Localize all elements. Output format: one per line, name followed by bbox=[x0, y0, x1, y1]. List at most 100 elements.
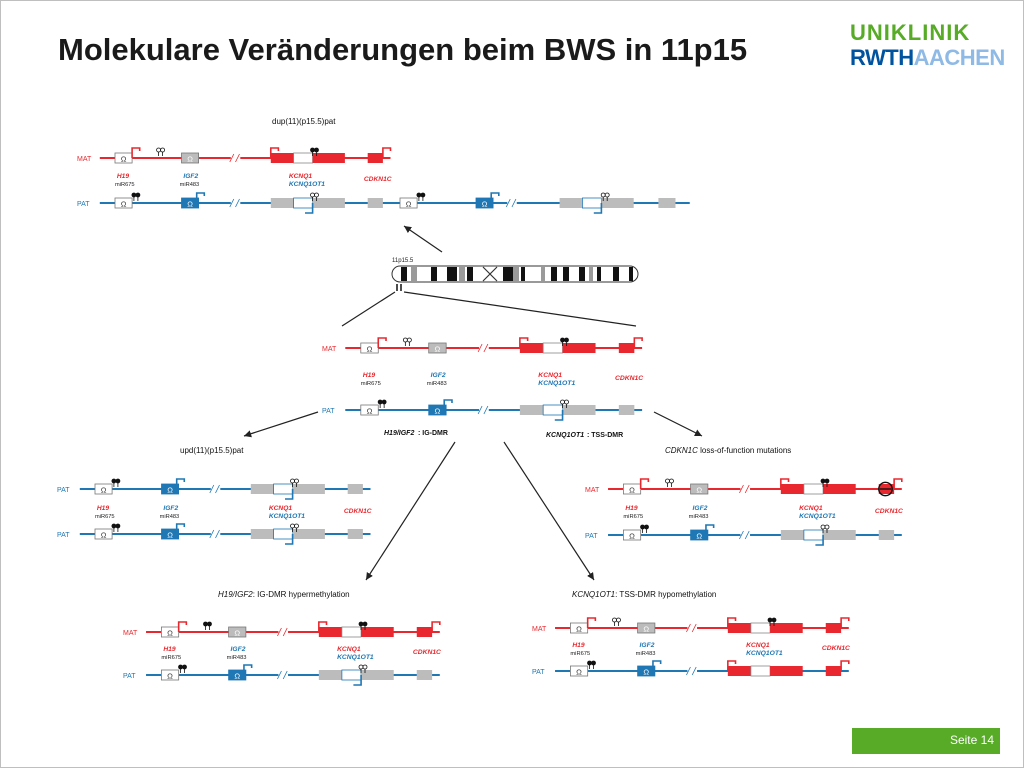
cdkn1c-label: CDKN1C bbox=[822, 645, 850, 652]
strand-label: MAT bbox=[322, 346, 337, 353]
methylated-cpg bbox=[115, 523, 121, 529]
methylated-cpg bbox=[131, 192, 137, 198]
omega-symbol: Ω bbox=[367, 345, 373, 354]
kcnq1ot1-region bbox=[542, 342, 563, 354]
logo-bottom-text-b: AACHEN bbox=[913, 45, 1006, 70]
unmethylated-cpg bbox=[290, 478, 295, 484]
line-break-mark bbox=[209, 484, 220, 494]
transcription-start-arrow bbox=[705, 524, 715, 535]
kcnq1-exon bbox=[312, 198, 345, 208]
transcription-start-arrow bbox=[840, 660, 850, 671]
kcnq1-exon bbox=[727, 666, 751, 676]
chromosome-band bbox=[563, 267, 569, 281]
methylated-cpg bbox=[564, 337, 569, 343]
kcnq1-label: KCNQ1 bbox=[337, 646, 361, 653]
arrow-to-cdkn1c bbox=[653, 411, 703, 437]
mir675-label: miR675 bbox=[623, 514, 643, 520]
line-break-mark bbox=[277, 670, 288, 680]
mir483-label: miR483 bbox=[427, 381, 447, 387]
panel-title-igdmr-gene: H19/IGF2 bbox=[218, 590, 253, 599]
unmethylated-cpg bbox=[358, 664, 364, 670]
enhancer-box bbox=[428, 342, 447, 354]
transcription-start-arrow bbox=[639, 478, 650, 489]
mir483-label: miR483 bbox=[689, 514, 709, 520]
cdkn1c-label: CDKN1C bbox=[364, 176, 392, 183]
h19-label: H19 bbox=[97, 505, 109, 512]
cdkn1c-gene bbox=[825, 623, 842, 633]
slide-title: Molekulare Veränderungen beim BWS in 11p… bbox=[58, 32, 748, 67]
mir483-label: miR483 bbox=[227, 655, 247, 661]
igf2-label: IGF2 bbox=[183, 173, 198, 180]
unmethylated-cpg bbox=[824, 524, 830, 530]
methylated-cpg bbox=[203, 621, 208, 627]
h19-label: H19 bbox=[117, 173, 129, 180]
enhancer-box bbox=[360, 404, 379, 416]
unmethylated-cpg bbox=[160, 147, 166, 153]
kcnq1-label: KCNQ1 bbox=[746, 642, 770, 649]
mir483-label: miR483 bbox=[636, 651, 656, 657]
methylated-cpg bbox=[591, 660, 596, 666]
methylated-cpg bbox=[182, 664, 187, 670]
kcnq1-label: KCNQ1 bbox=[799, 505, 823, 512]
antisense-start-arrow bbox=[815, 535, 824, 546]
line-break-gap bbox=[507, 199, 517, 207]
igf2-label: IGF2 bbox=[640, 642, 655, 649]
kcnq1-exon bbox=[519, 405, 544, 415]
omega-symbol: Ω bbox=[167, 672, 173, 681]
uniklinik-rwth-aachen-logo: UNIKLINIK RWTHAACHEN bbox=[850, 22, 1005, 72]
unmethylated-cpg bbox=[156, 147, 162, 153]
omega-symbol: Ω bbox=[167, 531, 173, 540]
strand-label: PAT bbox=[123, 673, 136, 680]
kcnq1-label: KCNQ1 bbox=[269, 505, 293, 512]
panel-title-tssdmr-gene: KCNQ1OT1 bbox=[572, 590, 615, 599]
kcnq1-exon bbox=[562, 405, 596, 415]
kcnq1ot1-label: KCNQ1OT1 bbox=[289, 181, 325, 188]
line-break-mark bbox=[686, 666, 697, 676]
kcnq1ot1-region bbox=[803, 529, 824, 541]
cdkn1c-label: CDKN1C bbox=[413, 649, 441, 656]
chromosome-band bbox=[431, 267, 437, 281]
chromosome-band bbox=[613, 267, 619, 281]
antisense-start-arrow bbox=[285, 489, 294, 500]
line-break-mark bbox=[686, 623, 697, 633]
enhancer-box bbox=[570, 665, 589, 677]
omega-symbol: Ω bbox=[167, 629, 173, 638]
omega-symbol: Ω bbox=[482, 200, 488, 209]
mir675-label: miR675 bbox=[161, 655, 181, 661]
mir675-label: miR675 bbox=[95, 514, 115, 520]
unmethylated-cpg bbox=[310, 192, 315, 198]
line-break-gap bbox=[210, 530, 221, 538]
logo-bottom-text-a: RWTH bbox=[850, 45, 914, 70]
kcnq1ot1-label: KCNQ1OT1 bbox=[746, 650, 783, 657]
kcnq1ot1-label: KCNQ1OT1 bbox=[269, 513, 305, 520]
centromere bbox=[482, 266, 498, 282]
igf2-label: IGF2 bbox=[163, 505, 178, 512]
transcription-start-arrow bbox=[586, 617, 597, 628]
kcnq1-exon bbox=[270, 198, 294, 208]
enhancer-box bbox=[690, 529, 709, 541]
arrow-to-tssdmr bbox=[503, 441, 595, 581]
chromosome-band bbox=[447, 267, 457, 281]
antisense-start-arrow bbox=[285, 534, 294, 545]
unmethylated-cpg bbox=[362, 664, 368, 670]
strand-label: PAT bbox=[322, 408, 335, 415]
methylated-cpg bbox=[314, 147, 319, 153]
igdmr-annotation: : IG-DMR bbox=[418, 430, 448, 437]
panel-title-tssdmr-text: : TSS-DMR hypomethylation bbox=[615, 590, 716, 599]
chromosome-band bbox=[629, 267, 633, 281]
strand-label: PAT bbox=[532, 669, 545, 676]
omega-symbol: Ω bbox=[576, 668, 582, 677]
omega-symbol: Ω bbox=[101, 486, 107, 495]
